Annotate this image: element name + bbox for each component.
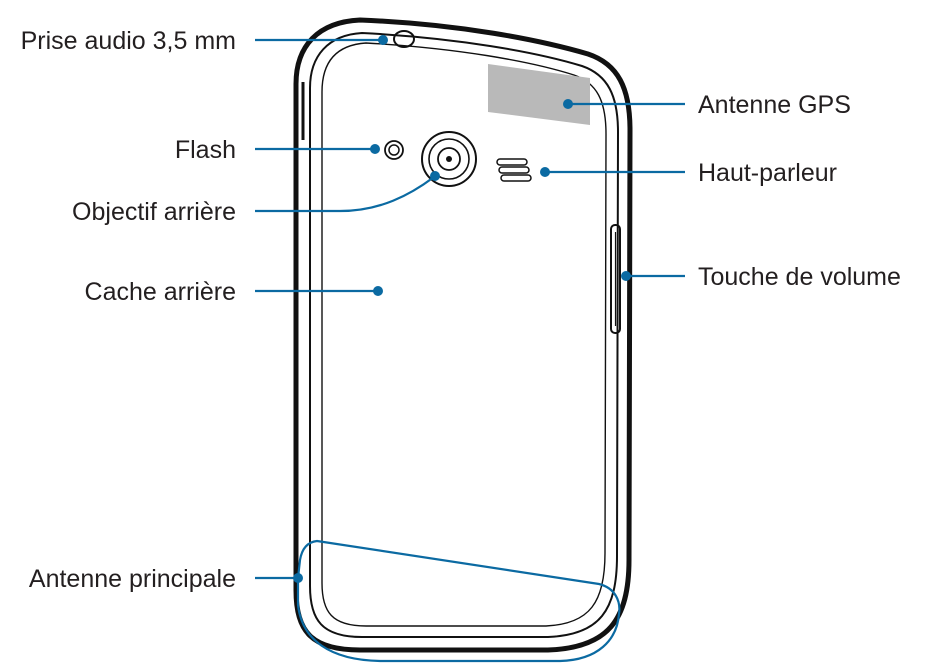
gps-antenna-patch bbox=[488, 64, 590, 125]
back-cover-dot bbox=[373, 286, 383, 296]
gps-antenna-label: Antenne GPS bbox=[698, 91, 851, 119]
phone-body bbox=[293, 17, 633, 653]
speaker-dot bbox=[540, 167, 550, 177]
main-antenna-label: Antenne principale bbox=[29, 565, 236, 593]
camera-outer-ring bbox=[421, 131, 477, 187]
main-antenna-region bbox=[296, 539, 621, 663]
flash-label: Flash bbox=[175, 136, 236, 164]
gps-antenna-dot bbox=[563, 99, 573, 109]
audio-jack-shape bbox=[393, 30, 415, 48]
back-cover-label: Cache arrière bbox=[85, 278, 236, 306]
speaker-grille bbox=[496, 158, 532, 182]
rear-camera-dot bbox=[430, 171, 440, 181]
flash-outer-ring bbox=[384, 140, 404, 160]
labels: Prise audio 3,5 mm Flash Objectif arrièr… bbox=[21, 27, 901, 593]
phone-inner-frame bbox=[309, 31, 620, 638]
rear-camera-label: Objectif arrière bbox=[72, 198, 236, 226]
camera-mid-ring bbox=[428, 138, 470, 180]
volume-key-shape bbox=[610, 224, 621, 334]
audio-jack-label: Prise audio 3,5 mm bbox=[21, 27, 236, 55]
callouts bbox=[255, 35, 685, 663]
volume-key-dot bbox=[621, 271, 631, 281]
main-antenna-dot bbox=[293, 573, 303, 583]
phone-outer-frame bbox=[293, 17, 633, 653]
camera-lens-center bbox=[446, 156, 452, 162]
speaker-label: Haut-parleur bbox=[698, 159, 837, 187]
rear-camera-leader bbox=[255, 176, 435, 213]
flash-inner-ring bbox=[388, 144, 400, 156]
flash-dot bbox=[370, 144, 380, 154]
back-cover-edge bbox=[321, 42, 607, 627]
volume-key-label: Touche de volume bbox=[698, 263, 901, 291]
audio-jack-dot bbox=[378, 35, 388, 45]
camera-lens bbox=[437, 147, 461, 171]
